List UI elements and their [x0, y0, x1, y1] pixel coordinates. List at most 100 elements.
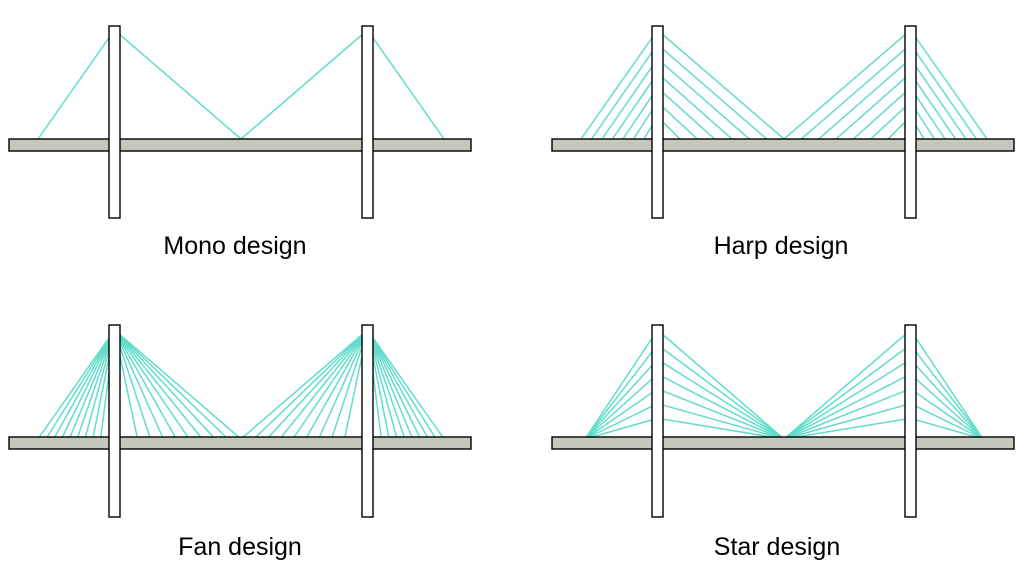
cable	[114, 29, 242, 140]
cable	[279, 329, 369, 440]
panel-mono: Mono design	[8, 25, 472, 260]
cable	[45, 329, 116, 440]
panel-star: Star design	[551, 324, 1015, 561]
cable	[657, 388, 785, 440]
cable	[366, 329, 430, 440]
cable	[910, 417, 984, 440]
cable	[783, 373, 911, 440]
cable	[657, 344, 785, 440]
deck	[551, 138, 1015, 152]
deck	[8, 138, 472, 152]
cable	[910, 402, 984, 440]
cable	[656, 101, 698, 140]
cable	[366, 329, 437, 440]
cable	[366, 329, 406, 440]
cable	[580, 29, 659, 140]
cable	[656, 87, 716, 140]
cable	[783, 358, 911, 440]
cable	[240, 329, 368, 440]
cable	[37, 329, 116, 440]
cable	[783, 329, 911, 440]
cable	[584, 402, 658, 440]
cable	[601, 58, 659, 140]
cable	[909, 344, 984, 440]
cable	[783, 402, 911, 440]
cable	[657, 417, 785, 440]
cable	[292, 329, 369, 440]
cable	[317, 329, 369, 440]
tower-right	[904, 324, 917, 518]
cable	[800, 43, 911, 140]
cable	[909, 43, 978, 140]
cable	[590, 43, 659, 140]
caption-harp: Harp design	[714, 232, 849, 260]
panel-harp: Harp design	[551, 25, 1015, 260]
cable	[60, 329, 116, 440]
cable	[253, 329, 369, 440]
cable	[818, 58, 911, 140]
cable	[909, 358, 984, 440]
cable	[584, 388, 658, 440]
tower-left	[651, 324, 664, 518]
cable	[114, 329, 242, 440]
cable	[870, 101, 912, 140]
cable	[113, 329, 216, 440]
cable	[584, 329, 659, 440]
cables-star	[584, 329, 984, 440]
panel-fan: Fan design	[8, 324, 472, 561]
cable	[657, 329, 785, 440]
cable	[657, 43, 768, 140]
cable	[783, 344, 911, 440]
cable	[366, 329, 414, 440]
caption-fan: Fan design	[178, 533, 302, 561]
cable	[37, 29, 116, 140]
cable	[909, 329, 984, 440]
cable	[657, 358, 785, 440]
cable	[852, 87, 912, 140]
cable	[783, 29, 911, 140]
tower-right	[361, 25, 374, 219]
cable	[611, 72, 659, 140]
tower-left	[108, 324, 121, 518]
tower-left	[108, 25, 121, 219]
cable	[909, 58, 967, 140]
caption-star: Star design	[714, 533, 840, 561]
cable	[113, 329, 190, 440]
cable	[657, 402, 785, 440]
cable	[52, 329, 116, 440]
cable	[266, 329, 369, 440]
tower-right	[904, 25, 917, 219]
cable	[366, 29, 445, 140]
cable	[835, 72, 911, 140]
cable	[657, 29, 785, 140]
cable	[113, 329, 229, 440]
cable	[305, 329, 369, 440]
cable	[783, 417, 911, 440]
cable	[584, 417, 658, 440]
cable	[113, 329, 203, 440]
cable	[366, 329, 445, 440]
cable	[657, 58, 750, 140]
cable	[584, 358, 659, 440]
cable	[113, 329, 177, 440]
tower-right	[361, 324, 374, 518]
cable	[68, 329, 116, 440]
cables-harp	[580, 29, 988, 140]
cable	[76, 329, 116, 440]
cables-fan	[37, 329, 445, 440]
caption-mono: Mono design	[163, 232, 306, 260]
cable	[910, 388, 984, 440]
deck	[8, 436, 472, 450]
deck	[551, 436, 1015, 450]
cable	[657, 373, 785, 440]
cable	[657, 72, 733, 140]
cable	[584, 373, 659, 440]
cable	[783, 388, 911, 440]
cable	[584, 344, 659, 440]
cable	[240, 29, 368, 140]
tower-left	[651, 25, 664, 219]
cable	[909, 29, 988, 140]
cables-mono	[37, 29, 445, 140]
cable	[113, 329, 165, 440]
